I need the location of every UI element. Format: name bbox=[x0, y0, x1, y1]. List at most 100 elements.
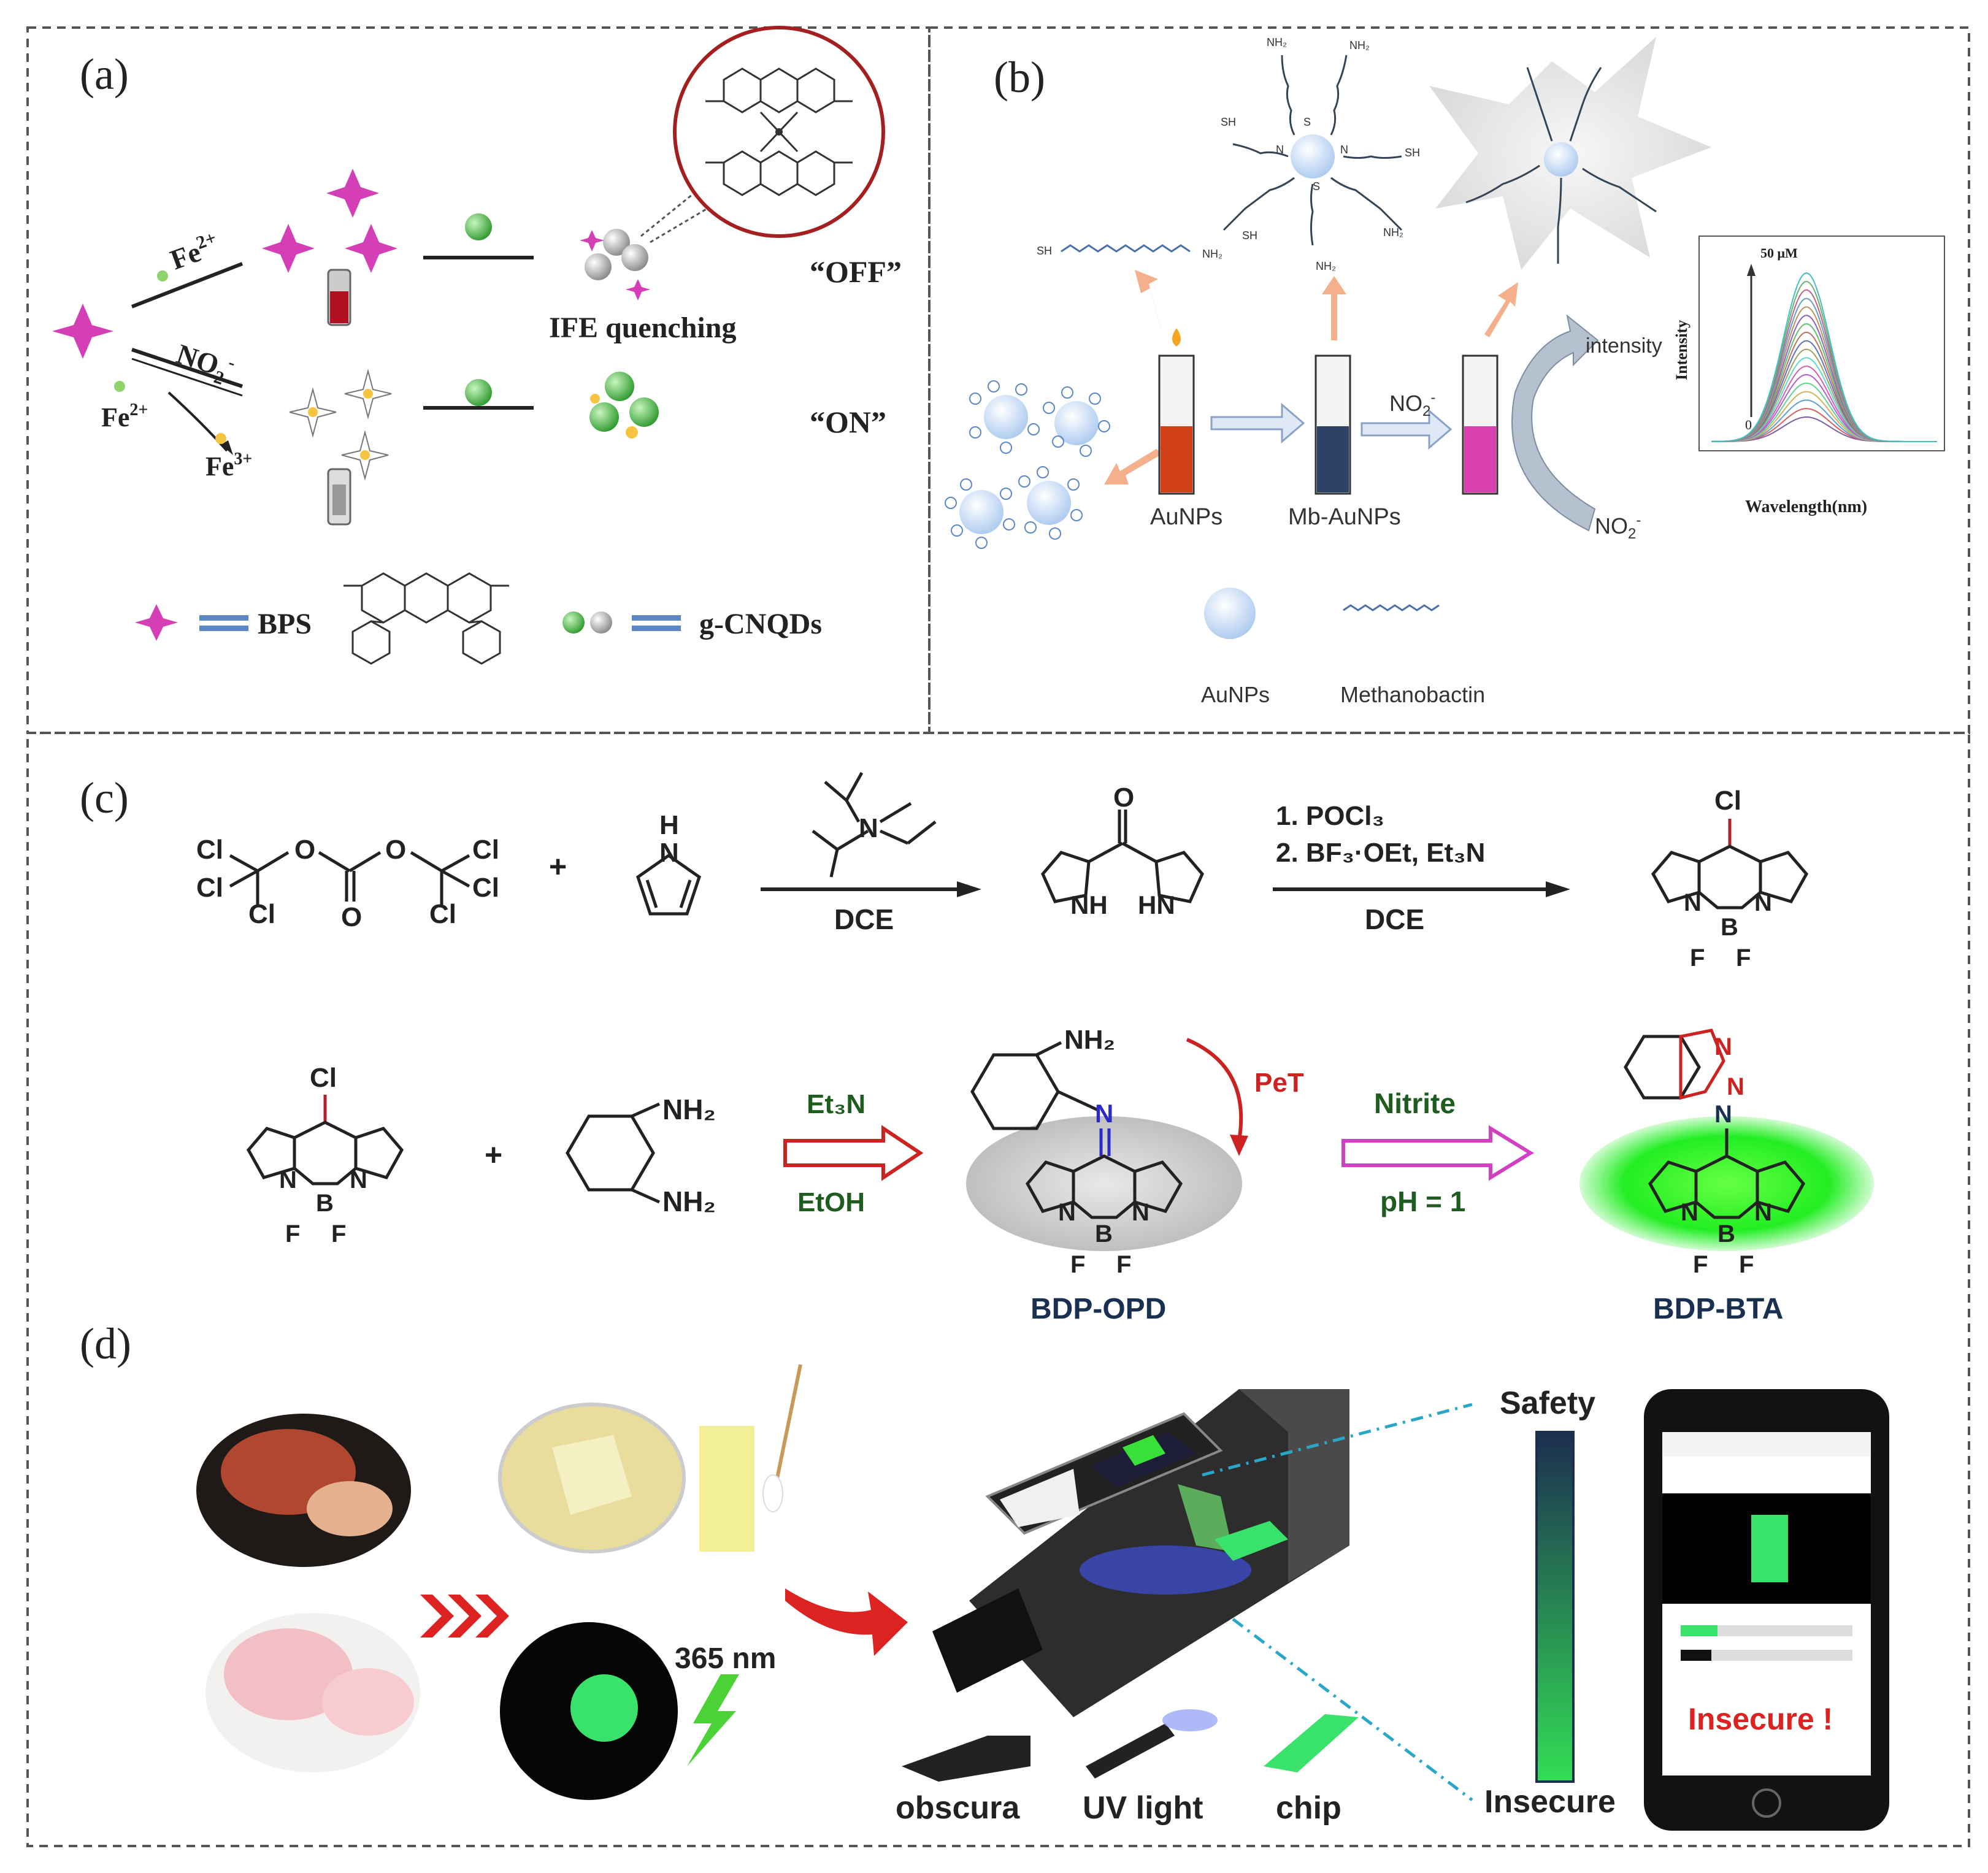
fe3-label: Fe3+ bbox=[205, 450, 252, 481]
complex-star-icon-2 bbox=[262, 224, 315, 273]
spectrum-curves bbox=[1711, 272, 1937, 442]
small-star-icon-2 bbox=[580, 230, 604, 251]
obscura-icon bbox=[902, 1736, 1030, 1782]
panel-b-frame bbox=[928, 26, 1970, 734]
swab-icon bbox=[774, 1364, 802, 1485]
intensity-curve-arrow bbox=[1511, 314, 1599, 532]
bdp-opd-f1: F bbox=[1070, 1251, 1085, 1278]
triple-chevron-icon bbox=[420, 1595, 509, 1637]
dipea-structure-icon bbox=[812, 772, 937, 878]
legend-equals-icon-b bbox=[199, 626, 248, 631]
plus-1: + bbox=[549, 849, 567, 884]
bdp-bta-f2: F bbox=[1739, 1251, 1754, 1278]
step2-line2: 2. BF₃·OEt, Et₃N bbox=[1276, 838, 1485, 868]
tp-o3: O bbox=[341, 902, 362, 932]
mb-aunp-core-icon bbox=[1291, 134, 1335, 178]
bdp-bta-name: BDP-BTA bbox=[1653, 1293, 1783, 1325]
swab-tip bbox=[762, 1474, 783, 1512]
aunp-aggregate-icon bbox=[945, 380, 1110, 549]
ham-slice bbox=[307, 1481, 393, 1536]
free-bps-stars bbox=[289, 369, 392, 481]
panel-cd-frame bbox=[26, 732, 1970, 1847]
panel-c: (c) O O O Cl Cl Cl Cl Cl Cl + N bbox=[80, 772, 1874, 1325]
luncheon-slice bbox=[322, 1668, 414, 1736]
bdp-opd-nh2-bond bbox=[1035, 1041, 1062, 1057]
lightning-icon bbox=[687, 1674, 739, 1766]
peach-arrow-up-mid bbox=[1322, 276, 1346, 340]
pet-label: PeT bbox=[1254, 1068, 1304, 1098]
legend-methanobactin-label: Methanobactin bbox=[1340, 682, 1485, 707]
bta-n3: N bbox=[1714, 1101, 1732, 1128]
phone-bar-2 bbox=[1681, 1650, 1852, 1661]
test-strip-image bbox=[699, 1426, 754, 1552]
top-bodipy-f2: F bbox=[1736, 944, 1751, 971]
obscura-device-image bbox=[932, 1389, 1349, 1717]
no2-branch-line bbox=[131, 348, 243, 388]
legend-grey-icon bbox=[590, 611, 612, 634]
hollow-pink-arrow bbox=[1341, 1125, 1534, 1181]
tp-cl1: Cl bbox=[196, 835, 223, 865]
row2-reagent-top: Et₃N bbox=[807, 1089, 865, 1119]
cl-bodipy-structure-icon bbox=[1651, 819, 1809, 910]
bta-triazole-icon bbox=[1679, 1028, 1725, 1100]
ligand-s-2: S bbox=[1313, 180, 1320, 193]
safety-scale-bar bbox=[1535, 1431, 1575, 1783]
nitrite-tube-icon bbox=[1462, 354, 1499, 495]
chain-sh: SH bbox=[1037, 245, 1052, 257]
red-vial-liquid bbox=[330, 291, 348, 323]
opd-bond-1 bbox=[631, 1102, 661, 1118]
r2-bodipy-cl: Cl bbox=[310, 1063, 337, 1093]
safety-label: Safety bbox=[1500, 1385, 1595, 1421]
plus-2: + bbox=[485, 1138, 502, 1172]
bdp-opd-core-icon bbox=[1025, 1154, 1183, 1219]
fe3-dot-icon bbox=[215, 433, 226, 444]
bta-n2: N bbox=[1727, 1073, 1744, 1100]
ketone-nh: NH bbox=[1070, 891, 1108, 919]
methanobactin-chain-icon bbox=[1061, 244, 1191, 253]
hollow-red-arrow bbox=[783, 1125, 924, 1181]
ligand-nh2-bottom: NH₂ bbox=[1316, 260, 1336, 272]
small-star-icon bbox=[626, 279, 650, 301]
peach-arrow-up-left bbox=[1135, 270, 1162, 334]
bta-n1: N bbox=[1714, 1033, 1732, 1060]
step2-line1: 1. POCl₃ bbox=[1276, 801, 1384, 831]
wavelength-label: 365 nm bbox=[675, 1642, 776, 1675]
r2-bodipy-n2: N bbox=[350, 1166, 367, 1193]
phone-home-button[interactable] bbox=[1752, 1788, 1781, 1818]
nitrite-bottom-label: NO2- bbox=[1595, 512, 1641, 542]
opd-structure-icon bbox=[566, 1114, 655, 1192]
off-text: “OFF” bbox=[810, 255, 902, 289]
bdp-opd-aryl-icon bbox=[970, 1053, 1060, 1130]
nitrite-arrow-label: NO2- bbox=[1389, 389, 1435, 419]
bdp-opd-n-bond bbox=[1057, 1090, 1099, 1112]
spectrum-curve bbox=[1711, 272, 1937, 442]
triphosgene-structure-icon bbox=[229, 851, 470, 905]
cl-bodipy-row2-icon bbox=[246, 1095, 404, 1185]
panel-d: (d) 365 nm bbox=[80, 1319, 1889, 1831]
nitrite-ligands-icon bbox=[1465, 67, 1657, 264]
pyrrole-n: N bbox=[659, 838, 679, 868]
inset-conc-bottom: 0 bbox=[1745, 417, 1752, 432]
ligand-nh2-top1: NH₂ bbox=[1267, 36, 1287, 48]
fe-conversion-arrowhead bbox=[221, 440, 233, 455]
nitrite-label: Nitrite bbox=[1374, 1087, 1456, 1119]
r2-bodipy-f2: F bbox=[331, 1220, 346, 1247]
green-qd-icon-2 bbox=[465, 379, 492, 406]
bdp-opd-n2: N bbox=[1132, 1199, 1149, 1226]
top-bodipy-n2: N bbox=[1754, 889, 1772, 916]
ligand-nh2-lowright: NH₂ bbox=[1383, 226, 1403, 239]
tp-o2: O bbox=[385, 835, 406, 865]
bdp-bta-n2: N bbox=[1754, 1199, 1772, 1226]
chain-nh2: NH₂ bbox=[1202, 248, 1222, 260]
legend-equals-icon-2b bbox=[632, 626, 681, 631]
fe-center-dot bbox=[775, 128, 783, 136]
panel-b-label: (b) bbox=[994, 53, 1045, 102]
uv-spot bbox=[570, 1674, 638, 1742]
bps-label: BPS bbox=[258, 608, 312, 640]
no2-branch-line-2 bbox=[131, 358, 243, 397]
top-bodipy-n1: N bbox=[1684, 889, 1702, 916]
bdp-opd-nh2: NH₂ bbox=[1064, 1025, 1115, 1055]
quench-text: IFE quenching bbox=[549, 312, 736, 344]
bps-star-icon bbox=[52, 304, 113, 359]
